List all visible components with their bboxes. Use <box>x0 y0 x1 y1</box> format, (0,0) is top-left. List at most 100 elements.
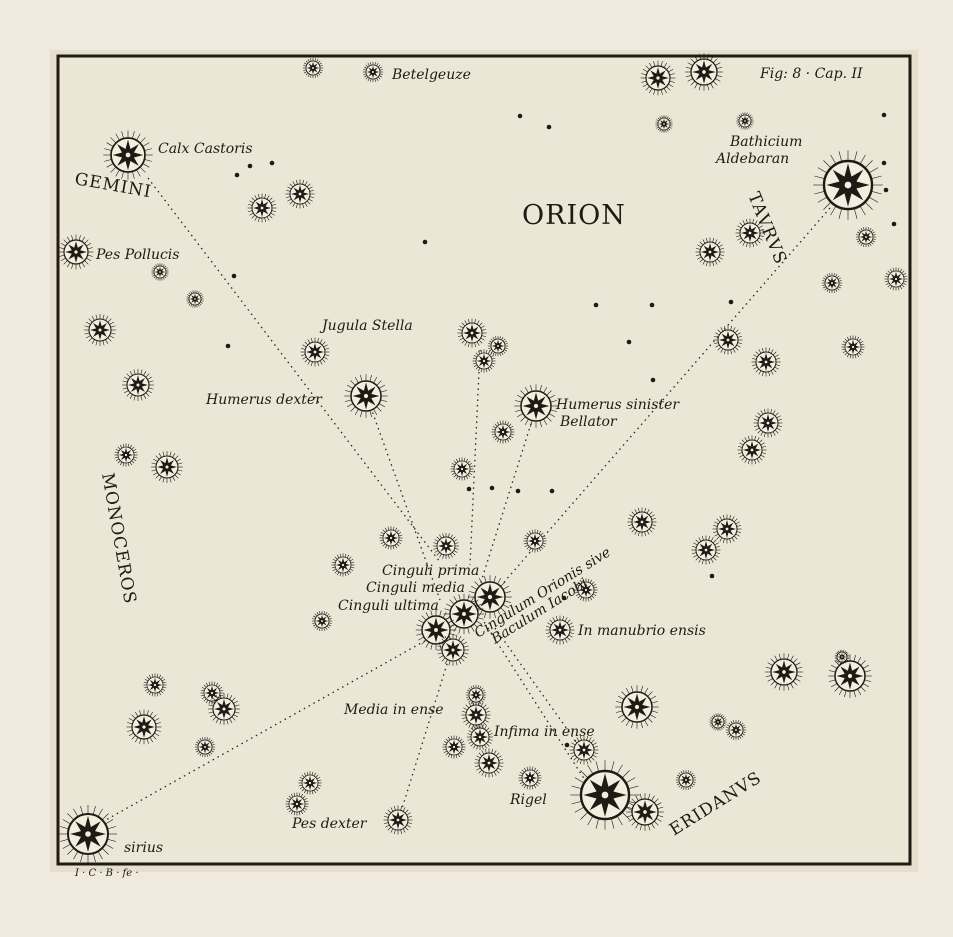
minor-star-22 <box>709 573 715 579</box>
star-28 <box>151 451 183 483</box>
star-53 <box>626 793 664 831</box>
star-27 <box>114 443 138 467</box>
line-belt-rigel <box>487 627 591 789</box>
star-12 <box>855 226 877 248</box>
minor-star-10 <box>422 239 428 245</box>
minor-star-19 <box>489 485 495 491</box>
minor-star-2 <box>546 124 552 130</box>
minor-star-23 <box>561 595 567 601</box>
engraver-signature: I · C · B · fe · <box>74 868 139 879</box>
star-humerus-sinister <box>514 384 558 428</box>
label-betelgeuze: Betelgeuze <box>391 67 471 83</box>
label-humerus-dexter: Humerus dexter <box>205 392 323 408</box>
minor-star-8 <box>883 187 889 193</box>
star-45 <box>615 685 659 729</box>
star-5 <box>736 112 754 130</box>
constellation-orion: ORION <box>522 200 626 231</box>
minor-star-9 <box>891 221 897 227</box>
star-31 <box>691 535 721 565</box>
star-manubrio <box>545 615 575 645</box>
minor-star-11 <box>231 273 237 279</box>
minor-star-6 <box>881 112 887 118</box>
star-47 <box>725 719 747 741</box>
label-jugula-stella: Jugula Stella <box>319 318 413 334</box>
star-13 <box>821 272 843 294</box>
star-18 <box>487 335 509 357</box>
label-calx-castoris: Calx Castoris <box>158 141 253 157</box>
label-media-in-ense: Media in ense <box>343 702 444 718</box>
star-pollux <box>58 234 94 270</box>
minor-star-12 <box>225 343 231 349</box>
star-40 <box>143 673 167 697</box>
minor-star-16 <box>728 299 734 305</box>
star-belt-west <box>415 609 457 651</box>
star-42 <box>208 693 240 725</box>
star-pes-dexter <box>383 805 413 835</box>
star-infima-ense <box>569 735 599 765</box>
star-19 <box>472 349 496 373</box>
label-sirius: sirius <box>124 840 163 856</box>
star-media-ense <box>461 700 491 730</box>
minor-star-24 <box>564 742 570 748</box>
label-pes-dexter: Pes dexter <box>291 816 368 832</box>
line-humerus-sinister-belt <box>479 407 537 586</box>
star-7 <box>285 179 315 209</box>
star-36 <box>311 610 333 632</box>
star-17 <box>300 337 330 367</box>
star-30 <box>712 514 742 544</box>
minor-star-3 <box>247 163 253 169</box>
star-37 <box>765 653 803 691</box>
dotted-lines <box>87 177 831 831</box>
minor-star-21 <box>549 488 555 494</box>
star-44 <box>194 736 216 758</box>
star-52 <box>518 766 542 790</box>
star-26 <box>450 457 474 481</box>
minor-star-4 <box>269 160 275 166</box>
minor-star-15 <box>626 339 632 345</box>
star-2 <box>640 60 676 96</box>
star-50 <box>442 735 466 759</box>
star-39 <box>834 649 850 665</box>
star-1 <box>302 57 324 79</box>
star-castor <box>103 130 153 180</box>
star-8 <box>151 263 169 281</box>
star-belt-east <box>468 575 512 619</box>
label-in-manubrio-ensis: In manubrio ensis <box>577 623 706 639</box>
star-38 <box>828 654 872 698</box>
label-cinguli-media: Cinguli media <box>366 580 465 596</box>
stars-layer <box>58 53 908 863</box>
star-25 <box>491 420 515 444</box>
label-bathicium: Bathicium <box>729 134 802 150</box>
figure-caption: Fig: 8 · Cap. II <box>759 66 863 82</box>
star-rigel <box>570 760 640 830</box>
star-16 <box>122 369 154 401</box>
star-49 <box>466 723 494 751</box>
star-35 <box>574 578 598 602</box>
star-14 <box>884 267 908 291</box>
star-10 <box>695 237 725 267</box>
minor-star-1 <box>517 113 523 119</box>
star-33 <box>331 553 355 577</box>
star-3 <box>685 53 723 91</box>
star-9 <box>186 290 204 308</box>
minor-star-18 <box>466 486 472 492</box>
label-aldebaran: Aldebaran <box>714 151 789 167</box>
minor-star-14 <box>593 302 599 308</box>
star-43 <box>126 709 162 745</box>
star-21 <box>751 347 781 377</box>
star-4 <box>655 115 673 133</box>
star-jugula <box>457 318 487 348</box>
label-cinguli-prima: Cinguli prima <box>382 563 479 579</box>
star-11 <box>735 218 765 248</box>
star-55 <box>298 771 322 795</box>
star-humerus-dexter <box>344 374 388 418</box>
minor-star-5 <box>234 172 240 178</box>
star-29 <box>627 507 657 537</box>
star-betelgeuze <box>362 61 384 83</box>
star-cinguli-prima-mark <box>432 532 460 560</box>
star-15 <box>84 314 116 346</box>
star-56 <box>285 792 309 816</box>
label-pes-pollucis: Pes Pollucis <box>95 247 179 263</box>
